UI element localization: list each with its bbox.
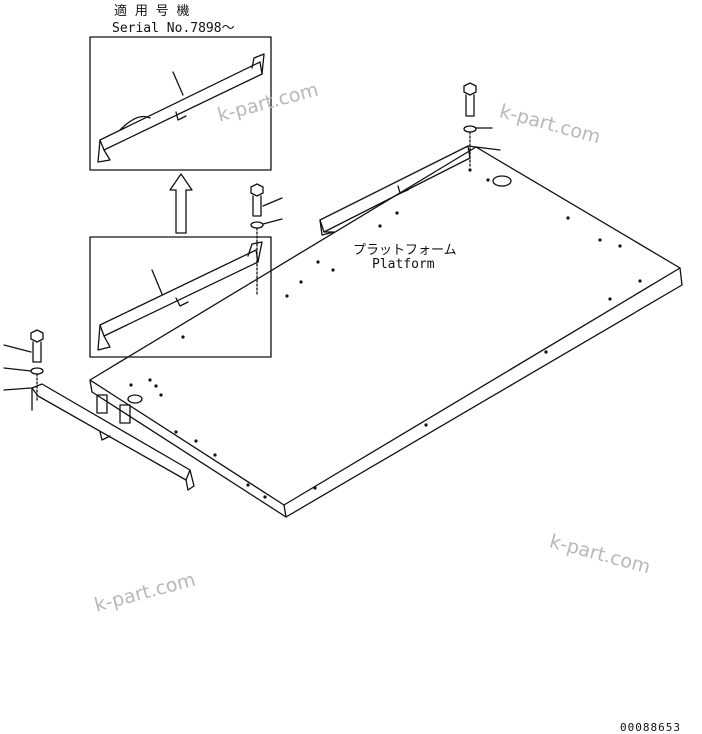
- bracket-right: [319, 145, 501, 236]
- applicable-models-label: 適 用 号 機: [114, 4, 190, 19]
- inset-old-bracket: [89, 236, 272, 358]
- leader-line: [3, 344, 32, 353]
- bolt-center: [250, 183, 283, 296]
- mounting-holes: [129, 168, 642, 499]
- leader-line: [172, 71, 184, 96]
- leader-line: [3, 387, 32, 391]
- leader-line: [151, 269, 163, 295]
- serial-range-label: Serial No.7898～: [112, 21, 235, 36]
- bracket-left: [31, 383, 195, 491]
- up-arrow-icon: [169, 173, 193, 234]
- leader-line: [467, 145, 501, 151]
- part-name-en: Platform: [372, 257, 435, 272]
- platform-plate: [89, 146, 683, 518]
- part-name-jp: プラットフォーム: [353, 243, 457, 258]
- drawing-number: 00088653: [620, 721, 681, 734]
- leader-line: [3, 367, 32, 372]
- leader-line: [262, 197, 283, 207]
- bolt-left: [3, 329, 44, 401]
- inset-new-bracket: [89, 36, 272, 171]
- bolt-right: [463, 82, 493, 169]
- leader-line: [262, 218, 283, 225]
